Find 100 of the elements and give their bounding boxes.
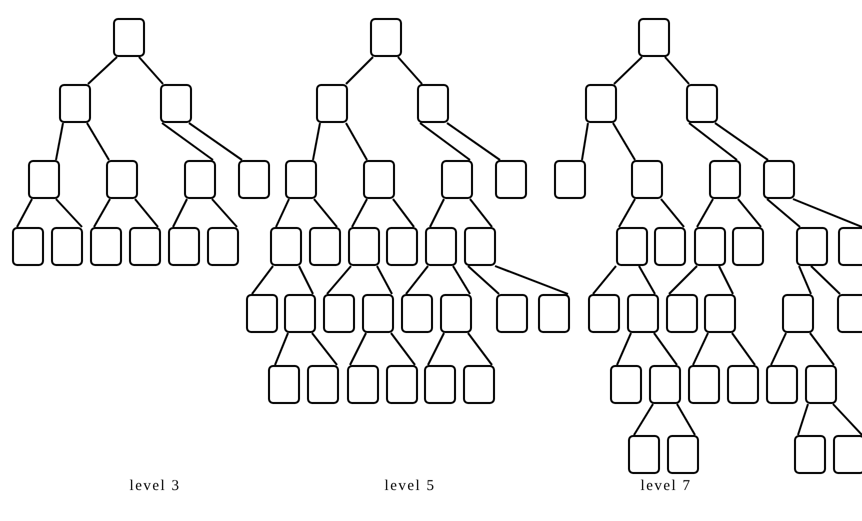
connector-line xyxy=(161,122,214,161)
connector-line xyxy=(581,122,589,160)
tree-node-box xyxy=(496,294,528,333)
tree-node-box xyxy=(631,160,663,199)
tree-node-box xyxy=(168,227,200,266)
connector-line xyxy=(676,404,696,436)
connector-line xyxy=(792,198,862,228)
level-caption: level 5 xyxy=(384,478,436,495)
tree-node-box xyxy=(709,160,741,199)
connector-line xyxy=(737,198,762,228)
tree-node-box xyxy=(316,84,348,123)
tree-node-box xyxy=(362,294,394,333)
connector-line xyxy=(770,332,787,366)
connector-line xyxy=(668,265,698,295)
tree-node-box xyxy=(833,435,862,474)
tree-node-box xyxy=(495,160,527,199)
tree-node-box xyxy=(348,227,380,266)
connector-line xyxy=(392,198,415,228)
connector-line xyxy=(86,122,110,161)
connector-line xyxy=(405,265,429,295)
connector-line xyxy=(211,198,238,228)
tree-node-box xyxy=(425,227,457,266)
level-caption: level 7 xyxy=(640,478,692,495)
tree-node-box xyxy=(441,160,473,199)
tree-node-box xyxy=(694,227,726,266)
tree-node-box xyxy=(610,365,642,404)
connector-line xyxy=(427,332,445,366)
tree-node-box xyxy=(727,365,759,404)
connector-line xyxy=(692,332,709,366)
tree-node-box xyxy=(424,365,456,404)
connector-line xyxy=(467,265,500,295)
connector-line xyxy=(731,332,756,366)
tree-node-box xyxy=(307,365,339,404)
connector-line xyxy=(467,332,493,366)
tree-node-box xyxy=(90,227,122,266)
tree-node-box xyxy=(347,365,379,404)
tree-node-box xyxy=(28,160,60,199)
tree-node-box xyxy=(59,84,91,123)
tree-node-box xyxy=(805,365,837,404)
tree-node-box xyxy=(270,227,302,266)
tree-node-box xyxy=(246,294,278,333)
connector-line xyxy=(688,122,738,161)
tree-node-box xyxy=(688,365,720,404)
connector-line xyxy=(613,56,643,85)
tree-node-box xyxy=(113,18,145,57)
tree-node-box xyxy=(463,365,495,404)
tree-node-box xyxy=(309,227,341,266)
connector-line xyxy=(172,198,188,228)
tree-node-box xyxy=(464,227,496,266)
tree-node-box xyxy=(284,294,316,333)
connector-line xyxy=(251,265,274,295)
tree-node-box xyxy=(285,160,317,199)
connector-line xyxy=(397,56,423,85)
tree-node-box xyxy=(732,227,764,266)
tree-node-box xyxy=(386,365,418,404)
connector-line xyxy=(616,332,632,366)
connector-line xyxy=(612,122,636,161)
connector-line xyxy=(326,265,352,295)
tree-node-box xyxy=(538,294,570,333)
tree-node-box xyxy=(794,435,826,474)
connector-line xyxy=(766,198,801,228)
tree-node-box xyxy=(554,160,586,199)
tree-node-box xyxy=(106,160,138,199)
tree-node-box xyxy=(12,227,44,266)
connector-line xyxy=(313,198,338,228)
connector-line xyxy=(376,266,393,294)
connector-line xyxy=(16,198,33,228)
level-caption: level 3 xyxy=(128,478,182,495)
connector-line xyxy=(718,266,734,294)
tree-node-box xyxy=(401,294,433,333)
tree-node-box xyxy=(268,365,300,404)
connector-line xyxy=(351,198,368,228)
tree-node-box xyxy=(616,227,648,266)
connector-line xyxy=(275,198,290,228)
tree-node-box xyxy=(838,227,862,266)
tree-node-box xyxy=(837,294,862,333)
connector-line xyxy=(832,403,862,436)
tree-node-box xyxy=(638,18,670,57)
tree-node-box xyxy=(417,84,449,123)
connector-line xyxy=(138,56,164,85)
tree-node-box xyxy=(238,160,270,199)
connector-line xyxy=(390,332,416,366)
tree-node-box xyxy=(440,294,472,333)
tree-node-box xyxy=(160,84,192,123)
tree-node-box xyxy=(649,365,681,404)
tree-node-box xyxy=(588,294,620,333)
connector-line xyxy=(274,332,289,366)
connector-line xyxy=(312,122,321,160)
connector-line xyxy=(638,266,656,294)
connector-line xyxy=(134,198,159,228)
tree-node-box xyxy=(686,84,718,123)
connector-line xyxy=(810,265,841,295)
connector-line xyxy=(660,198,685,228)
connector-line xyxy=(798,266,812,294)
connector-line xyxy=(469,198,493,228)
tree-node-box xyxy=(363,160,395,199)
connector-line xyxy=(664,56,690,85)
connector-line xyxy=(633,403,654,436)
connector-line xyxy=(311,332,338,366)
connector-line xyxy=(55,198,83,228)
